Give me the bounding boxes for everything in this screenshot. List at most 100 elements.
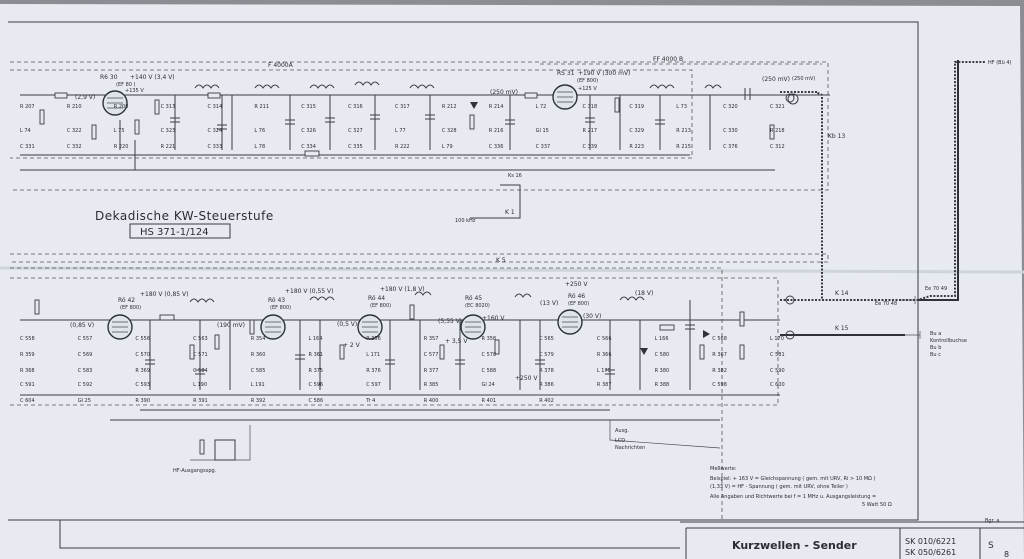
tube-label-rs31: RS 31	[557, 70, 575, 77]
title-block-frame	[680, 521, 1024, 559]
component-label: R 367	[712, 352, 727, 358]
connector-250mv: (250 mV)	[792, 76, 815, 82]
voltage-bottom-10: (18 V)	[635, 290, 653, 297]
connector-bu-a: Bu a	[930, 331, 941, 337]
tube-label-ro42: Rö 42	[118, 297, 135, 304]
component-label: L 191	[251, 382, 265, 388]
component-label: C 592	[78, 382, 93, 388]
component-label: R 366	[597, 352, 612, 358]
component-label: R 377	[424, 368, 439, 374]
component-label: Gl 24	[482, 382, 495, 388]
component-label: C 316	[348, 104, 363, 110]
voltage-top-5: +135 V	[125, 88, 144, 94]
notes-heading: Meßwerte:	[710, 466, 737, 472]
stage-title: Dekadische KW-Steuerstufe	[95, 209, 274, 223]
connector-k1: K 1	[505, 209, 515, 216]
cable-kb13	[780, 91, 900, 301]
paper-fold	[0, 266, 1024, 274]
component-label: C 583	[78, 368, 93, 374]
component-label: R 376	[366, 368, 381, 374]
component-label: R 207	[20, 104, 35, 110]
component-label: L 77	[395, 128, 406, 134]
connector-k14-code: Ee 70 48	[875, 301, 897, 307]
connector-k15: K 15	[835, 325, 849, 332]
component-label: R 212	[442, 104, 457, 110]
component-label: C 565	[539, 336, 554, 342]
tube-label-r630: R6 30	[100, 74, 118, 81]
component-label: C 557	[78, 336, 93, 342]
component-label: L 171	[366, 352, 380, 358]
component-label: L 74	[20, 128, 31, 134]
bottom-tubes	[107, 309, 583, 340]
component-label: R 221	[161, 144, 176, 150]
title-block-name: Kurzwellen - Sender	[732, 539, 857, 552]
component-label: C 317	[395, 104, 410, 110]
voltage-bottom-2: (190 mV)	[217, 322, 245, 329]
top-components-art	[39, 81, 799, 170]
component-label: L 79	[442, 144, 453, 150]
label-nachrichten: Nachrichten	[615, 445, 645, 451]
component-label: C 319	[629, 104, 644, 110]
component-label: R 216	[489, 128, 504, 134]
component-label: R 223	[629, 144, 644, 150]
frame-label-k5: K 5	[496, 257, 506, 264]
component-label: C 339	[583, 144, 598, 150]
tube-type-ro42: (EF 800)	[120, 305, 141, 311]
component-label: R 400	[424, 398, 439, 404]
connector-100khz: 100 kHz	[455, 218, 476, 224]
component-label: R 369	[135, 368, 150, 374]
ausg-line	[609, 420, 721, 449]
component-label: C 584	[193, 368, 208, 374]
component-label: C 335	[348, 144, 363, 150]
component-label: C 324	[208, 128, 223, 134]
title-block-rev: Bgr. a	[985, 518, 999, 524]
connector-kb13: Kb 13	[828, 133, 845, 140]
stage-code: HS 371-1/124	[140, 227, 209, 238]
connector-hf-out: HF (Bü 4)	[988, 60, 1012, 66]
cable-k14	[780, 61, 985, 301]
component-label: C 558	[20, 336, 35, 342]
component-label: C 571	[193, 352, 208, 358]
voltage-top-6: +125 V	[578, 86, 597, 92]
voltage-bottom-5: (0,5 V)	[337, 321, 357, 328]
voltage-top-1: (2,9 V)	[75, 94, 95, 101]
bottom-components-art	[34, 291, 745, 461]
component-label: R 386	[539, 382, 554, 388]
component-label: R 218	[770, 128, 785, 134]
component-label: Gl 25	[78, 398, 91, 404]
sheet-border	[8, 21, 919, 521]
component-label: C 320	[723, 104, 738, 110]
notes-line4: 5 Watt 50 Ω	[862, 502, 892, 508]
component-label: Gl 15	[536, 128, 549, 134]
title-block-ref1: SK 010/6221	[905, 537, 956, 546]
voltage-top-3: +190 V (300 mV)	[578, 70, 630, 77]
component-label: R 359	[20, 352, 35, 358]
component-label: R 387	[597, 382, 612, 388]
connector-kb13-jack	[785, 93, 795, 103]
component-label: R 380	[655, 368, 670, 374]
component-label: C 330	[723, 128, 738, 134]
component-label: R 356	[366, 336, 381, 342]
component-label: C 332	[67, 144, 82, 150]
connector-bu-b: Bu b	[930, 345, 941, 351]
component-label: C 331	[20, 144, 35, 150]
component-label: C 321	[770, 104, 785, 110]
component-label: C 596	[309, 382, 324, 388]
voltage-bottom-0: +180 V (0,85 V)	[140, 291, 188, 298]
component-label: C 600	[770, 382, 785, 388]
voltage-bottom-9: +250 V	[565, 281, 588, 288]
tube-type-ro43: (EF 800)	[270, 305, 291, 311]
voltage-bottom-3: +180 V (0,55 V)	[285, 288, 333, 295]
component-label: R 222	[395, 144, 410, 150]
connector-ks16: Ks 16	[508, 173, 522, 179]
component-label: R 382	[712, 368, 727, 374]
component-label: C 570	[135, 352, 150, 358]
component-label: L 190	[193, 382, 207, 388]
component-label: C 334	[301, 144, 316, 150]
component-label: C 578	[482, 352, 497, 358]
connector-bu-c: Bu c	[930, 352, 941, 358]
component-label: C 569	[78, 352, 93, 358]
component-label: C 591	[20, 382, 35, 388]
component-label: L 170	[770, 336, 784, 342]
component-label: R 217	[583, 128, 598, 134]
